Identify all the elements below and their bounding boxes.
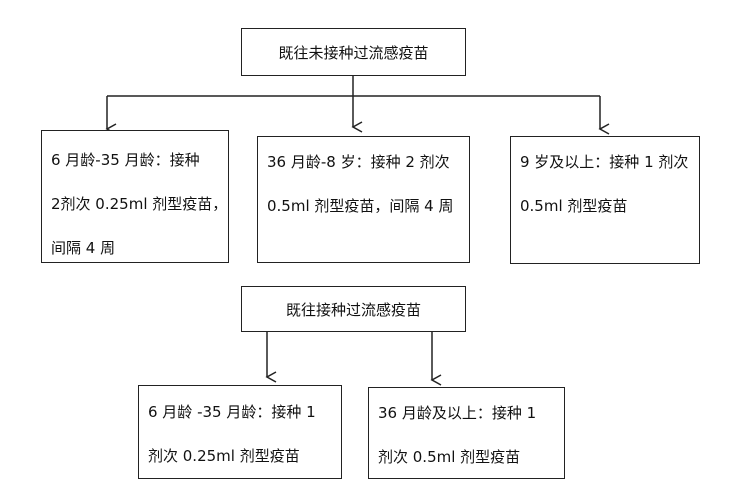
- box-line: 2剂次 0.25ml 剂型疫苗，: [51, 195, 228, 213]
- header-not-vaccinated: 既往未接种过流感疫苗: [241, 28, 466, 76]
- header-not-vaccinated-label: 既往未接种过流感疫苗: [278, 43, 429, 62]
- box-line: 0.5ml 剂型疫苗: [520, 197, 628, 215]
- box-line: 间隔 4 周: [51, 239, 116, 257]
- box-line: 0.5ml 剂型疫苗，间隔 4 周: [267, 197, 454, 215]
- box-36-months-8-years-first: 36 月龄-8 岁：接种 2 剂次 0.5ml 剂型疫苗，间隔 4 周: [257, 136, 470, 263]
- box-line: 36 月龄-8 岁：接种 2 剂次: [267, 153, 450, 171]
- box-line: 6 月龄 -35 月龄：接种 1: [148, 403, 316, 421]
- box-line: 剂次 0.5ml 剂型疫苗: [378, 448, 521, 466]
- box-line: 9 岁及以上：接种 1 剂次: [520, 153, 689, 171]
- header-previously-vaccinated-label: 既往接种过流感疫苗: [285, 300, 421, 319]
- box-6-35-months-returning: 6 月龄 -35 月龄：接种 1 剂次 0.25ml 剂型疫苗: [138, 385, 342, 479]
- box-9-years-plus-first: 9 岁及以上：接种 1 剂次 0.5ml 剂型疫苗: [510, 136, 700, 264]
- box-6-35-months-first: 6 月龄-35 月龄：接种 2剂次 0.25ml 剂型疫苗， 间隔 4 周: [41, 130, 229, 263]
- box-36-months-plus-returning: 36 月龄及以上：接种 1 剂次 0.5ml 剂型疫苗: [368, 387, 565, 479]
- box-line: 剂次 0.25ml 剂型疫苗: [148, 447, 300, 465]
- box-line: 36 月龄及以上：接种 1: [378, 404, 537, 422]
- header-previously-vaccinated: 既往接种过流感疫苗: [241, 286, 466, 332]
- box-line: 6 月龄-35 月龄：接种: [51, 151, 200, 169]
